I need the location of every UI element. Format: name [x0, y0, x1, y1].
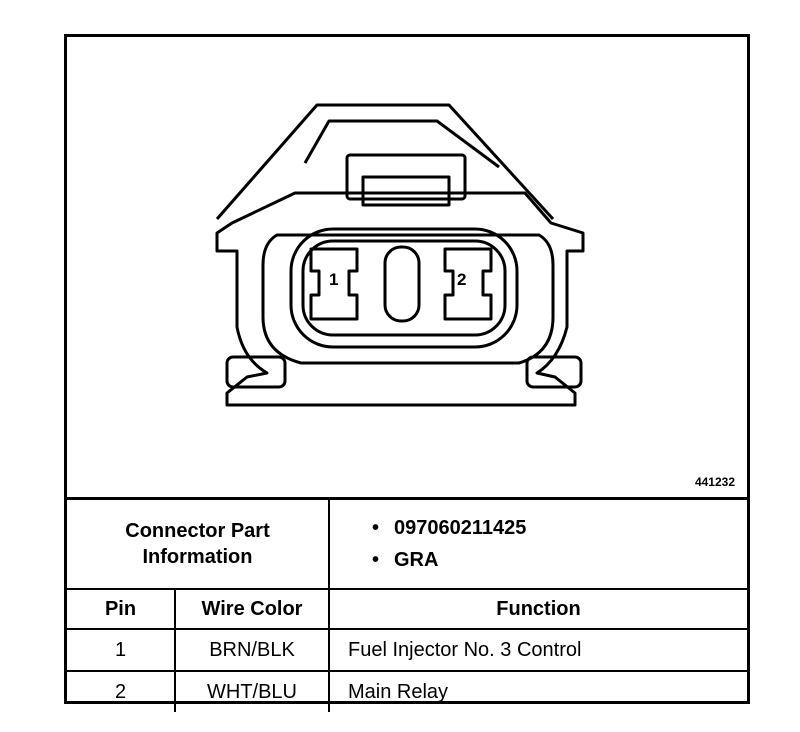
connector-diagram: 1 2 441232 — [67, 37, 747, 497]
connector-face — [261, 233, 555, 365]
latch-tab-inner — [361, 175, 451, 207]
pin-2-terminal — [443, 247, 493, 321]
pin-1-terminal — [309, 247, 359, 321]
function-header: Function — [328, 588, 747, 630]
connector-part-row: Connector Part Information •097060211425… — [67, 497, 747, 590]
latch-outer — [215, 103, 555, 221]
function-cell: Main Relay — [328, 670, 747, 712]
part-number-item: •097060211425 — [372, 517, 527, 539]
table-header-row: Pin Wire Color Function — [67, 588, 747, 630]
connector-part-label-line1: Connector Part — [125, 520, 270, 542]
wire-color-cell: BRN/BLK — [174, 628, 330, 672]
pin-cell: 2 — [67, 670, 176, 712]
function-cell: Fuel Injector No. 3 Control — [328, 628, 747, 672]
pin-cell: 1 — [67, 628, 176, 672]
bottom-rail-right — [525, 355, 583, 389]
connector-table: Connector Part Information •097060211425… — [67, 497, 747, 712]
table-row: 1 BRN/BLK Fuel Injector No. 3 Control — [67, 628, 747, 672]
cavity-inner — [301, 239, 507, 337]
connector-part-values: •097060211425 •GRA — [328, 497, 747, 590]
connector-body — [215, 191, 585, 407]
cavity-recess — [289, 227, 519, 349]
pin-1-label: 1 — [329, 270, 338, 289]
figure-number: 441232 — [694, 475, 735, 489]
wire-color-cell: WHT/BLU — [174, 670, 330, 712]
connector-drawing: 1 2 — [215, 103, 585, 407]
connector-part-label: Connector Part Information — [67, 497, 330, 590]
bottom-rail-left — [225, 355, 287, 389]
table-row: 2 WHT/BLU Main Relay — [67, 670, 747, 712]
part-color-item: •GRA — [372, 549, 439, 571]
pin-2-label: 2 — [457, 270, 466, 289]
center-key — [383, 245, 421, 323]
latch-inner — [303, 119, 500, 169]
pin-header: Pin — [67, 588, 176, 630]
connector-frame: 1 2 441232 Connector Part Information •0… — [64, 34, 750, 712]
wire-color-header: Wire Color — [174, 588, 330, 630]
connector-part-label-line2: Information — [142, 546, 253, 568]
latch-tab — [345, 153, 467, 201]
